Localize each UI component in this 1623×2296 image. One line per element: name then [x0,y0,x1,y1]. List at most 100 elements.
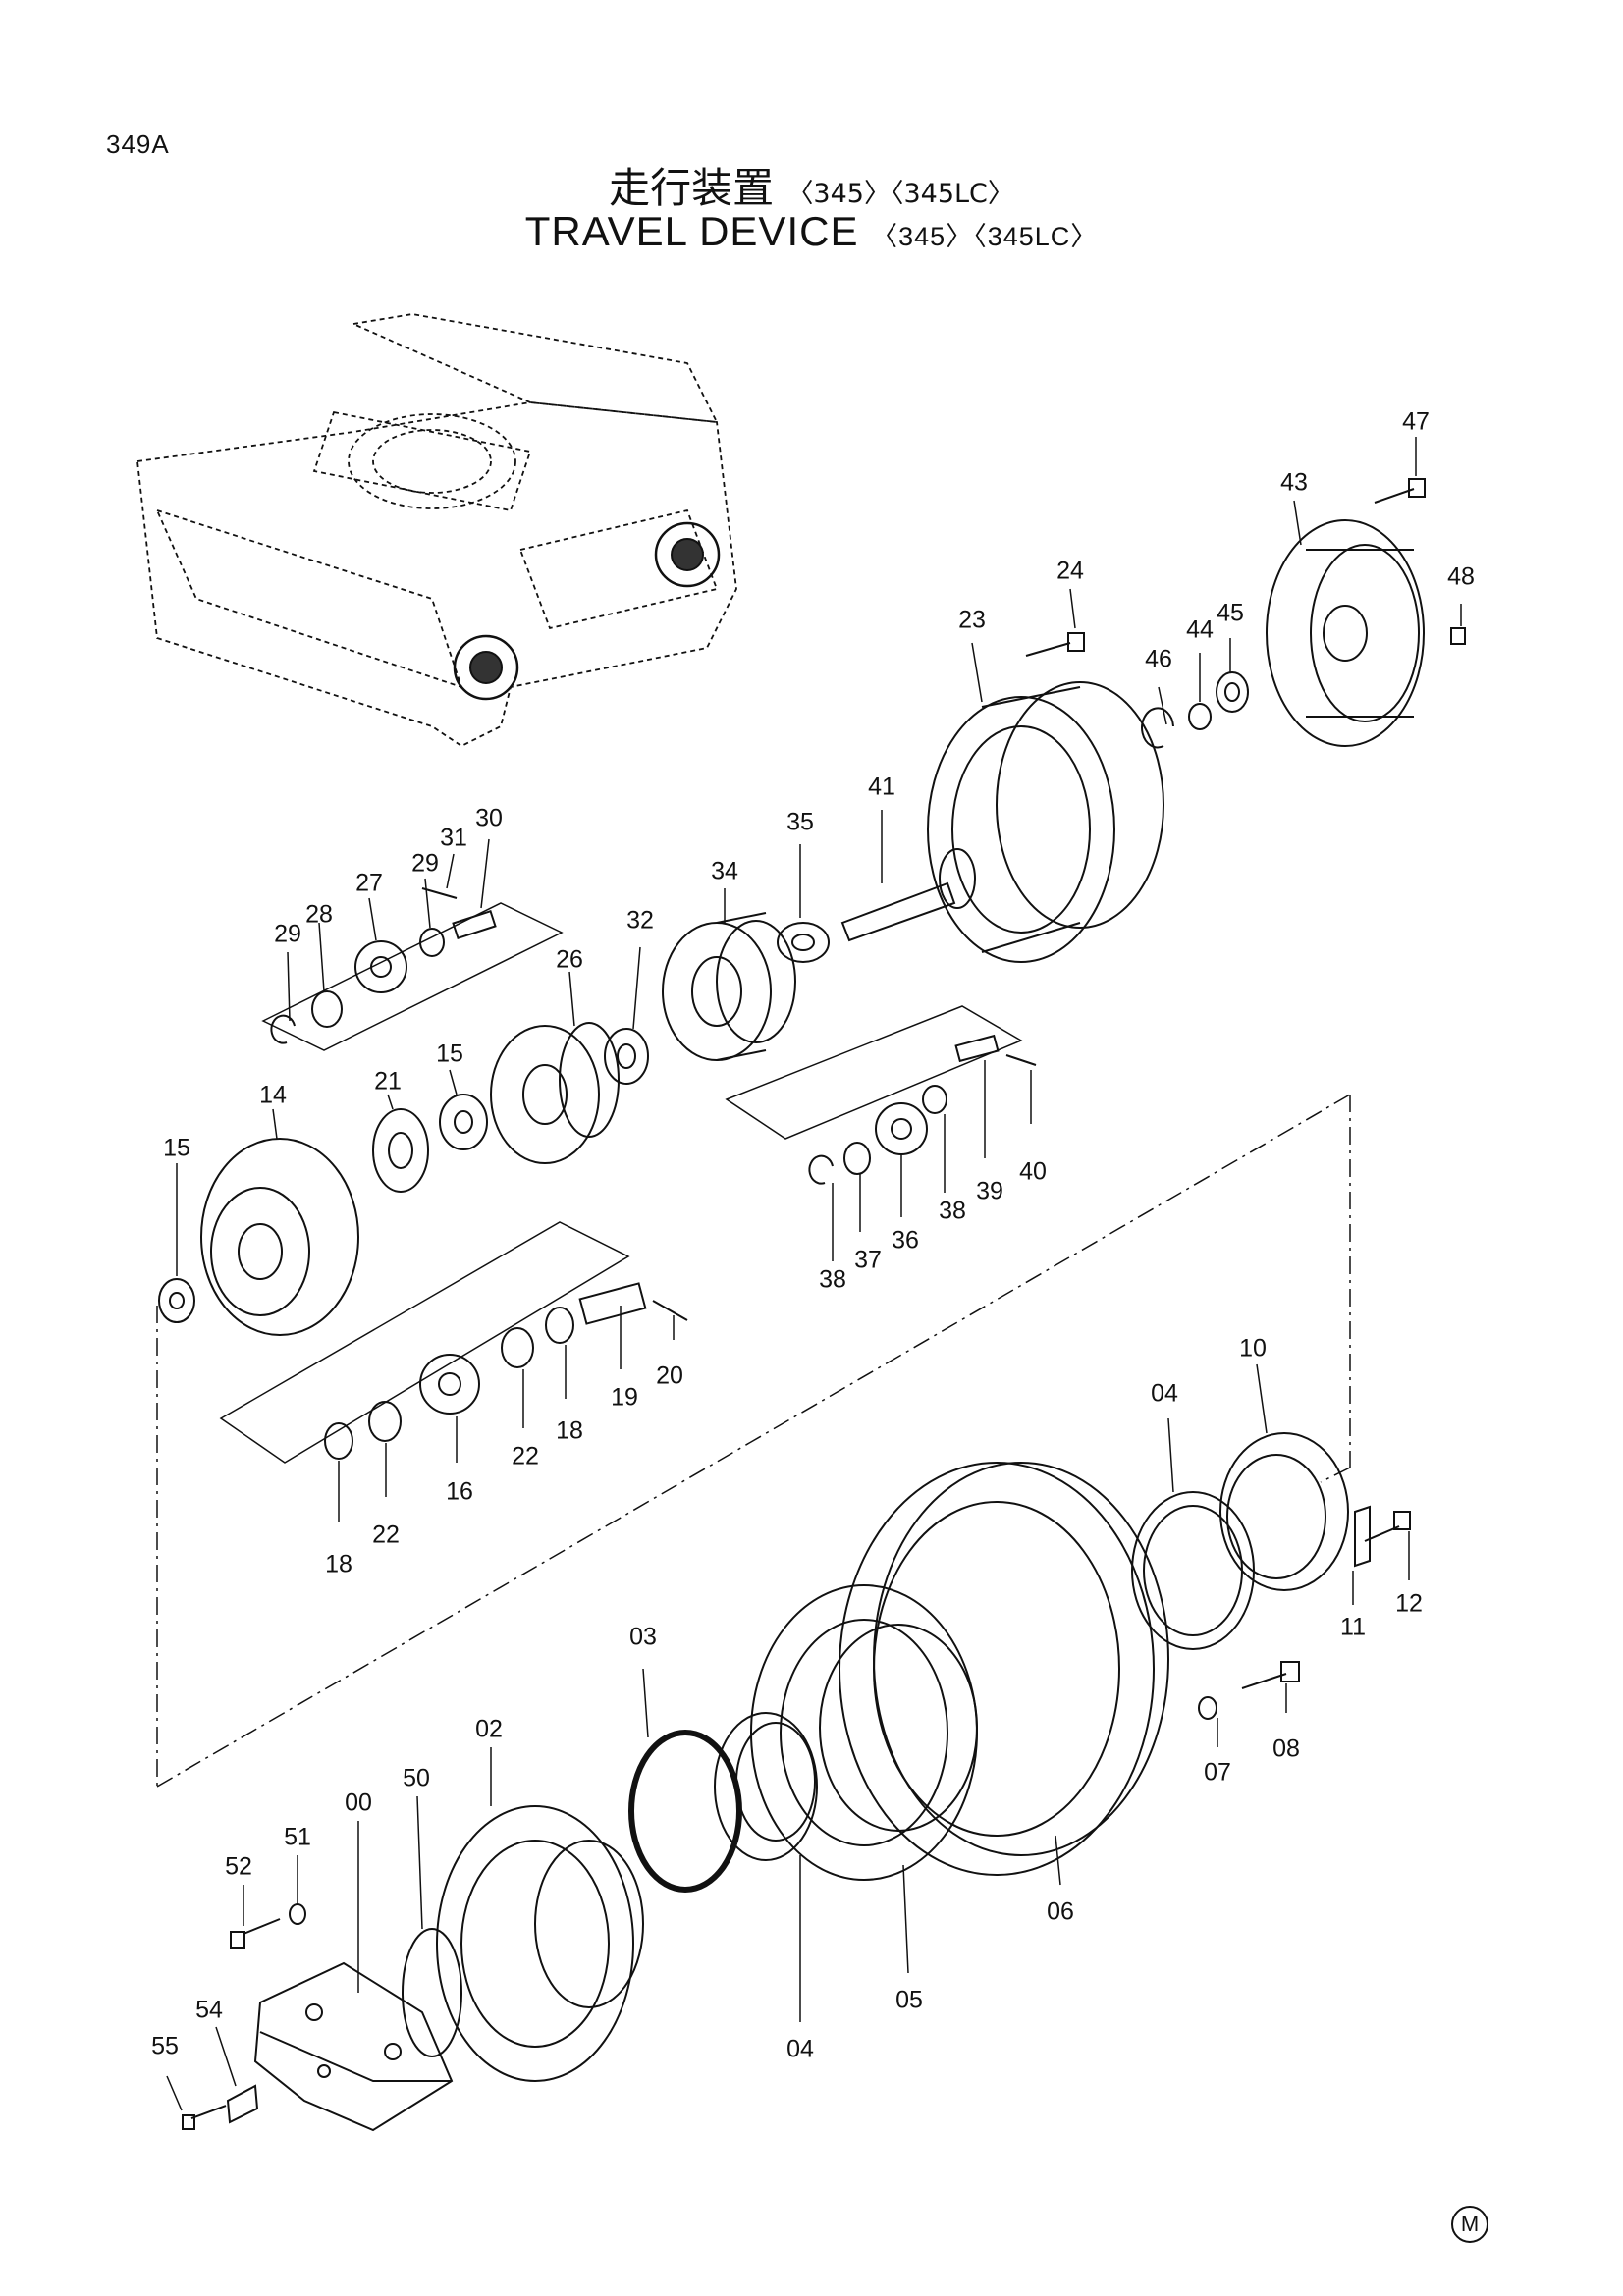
part-50-gasket [402,1928,462,2057]
callout-26: 26 [556,945,583,974]
part-54-plate [226,2084,259,2124]
callout-22b: 22 [372,1521,400,1549]
part-29b-ring [270,1014,296,1044]
part-46-snapring [1141,707,1174,749]
callout-27: 27 [355,869,383,897]
callout-08: 08 [1272,1735,1300,1763]
part-03-ring [628,1730,742,1893]
callout-36: 36 [892,1226,919,1255]
part-27-gear [354,940,407,993]
reference-lines [156,1094,1351,1788]
part-52-bolt [230,1918,281,1949]
callout-12: 12 [1395,1589,1423,1618]
part-24-bolt [1025,632,1085,657]
part-37-bearing [843,1142,871,1175]
callout-37: 37 [854,1246,882,1274]
part-22-bearing [501,1327,534,1368]
frame-gear-set-1 [261,902,564,1051]
part-20-pin [652,1300,688,1321]
part-14-carrier [200,1138,359,1336]
leader-lines [166,437,1462,2111]
callout-11: 11 [1340,1613,1366,1641]
callout-05: 05 [895,1986,923,2014]
frame-gear-set-3 [219,1221,630,1464]
part-04b-seal [714,1712,818,1861]
callout-50: 50 [403,1764,430,1792]
callout-31: 31 [440,824,467,852]
part-15b-washer [158,1278,195,1323]
callout-43: 43 [1280,468,1308,497]
callout-21: 21 [374,1067,402,1095]
part-51-washer [289,1903,306,1925]
part-47-bolt [1374,478,1426,504]
callout-04b: 04 [786,2035,814,2063]
callout-29b: 29 [274,920,301,948]
part-28-bearing [311,990,343,1028]
model-345-en: 〈345〉 [871,222,974,251]
callout-38a: 38 [819,1265,846,1294]
callout-32: 32 [626,906,654,934]
part-45-bearing [1216,671,1249,713]
part-38b-ring [808,1154,834,1185]
part-08-bolt [1241,1661,1300,1689]
part-12-bolt [1364,1511,1411,1542]
page-code: 349A [106,130,170,159]
part-38-washer [922,1085,947,1114]
part-02-housing [436,1805,644,2082]
callout-55: 55 [151,2032,179,2060]
part-41-shaft [840,848,976,942]
part-26-carrier [490,1022,620,1164]
callout-45: 45 [1217,599,1244,627]
overview-motor-right [654,521,721,588]
callout-22a: 22 [512,1442,539,1470]
callout-15a: 15 [436,1040,463,1068]
part-22b-bearing [368,1401,402,1442]
model-345lc: 〈345LC〉 [890,179,1014,209]
title-japanese: 走行装置 〈345〉〈345LC〉 [0,155,1623,215]
part-11-plate [1354,1505,1371,1568]
callout-30: 30 [475,804,503,832]
callout-20: 20 [656,1362,683,1390]
callout-47: 47 [1402,407,1430,436]
callout-38b: 38 [939,1197,966,1225]
callout-44: 44 [1186,615,1214,644]
part-15-washer [439,1094,488,1150]
model-345: 〈345〉 [786,179,891,209]
part-18b-ring [324,1422,353,1460]
part-35-washer [777,922,830,963]
callout-23: 23 [958,606,986,634]
part-18-washer [545,1307,574,1344]
part-43-cover [1266,519,1425,747]
callout-00: 00 [345,1789,372,1817]
callout-07: 07 [1204,1758,1231,1787]
callout-51: 51 [284,1823,311,1851]
part-21-gear [372,1108,429,1193]
undercarriage-overview [136,313,737,748]
part-55-bolt [182,2105,227,2130]
part-34-carrier [662,912,796,1061]
callout-16: 16 [446,1477,473,1506]
callout-18b: 18 [325,1550,352,1578]
overview-motor-left [453,634,519,701]
part-06-sprocket [839,1462,1169,1876]
part-48-plug [1450,627,1466,645]
callout-35: 35 [786,808,814,836]
part-00-motor [253,1961,454,2132]
title-en-text: TRAVEL DEVICE [524,208,859,254]
callout-02: 02 [475,1715,503,1743]
part-44-plug [1188,703,1212,730]
part-05-hub [750,1584,978,1881]
title-english: TRAVEL DEVICE 〈345〉〈345LC〉 [0,208,1623,255]
part-19-pin [578,1282,647,1325]
part-07-washer [1198,1696,1217,1720]
part-36-gear [875,1102,928,1155]
callout-34: 34 [711,857,738,885]
callout-24: 24 [1056,557,1084,585]
title-jp-text: 走行装置 [609,164,775,212]
callout-18a: 18 [556,1416,583,1445]
part-32-gear [604,1028,649,1085]
callout-46: 46 [1145,645,1172,673]
model-345lc-en: 〈345LC〉 [973,222,1099,251]
part-10-bearing [1219,1432,1349,1591]
